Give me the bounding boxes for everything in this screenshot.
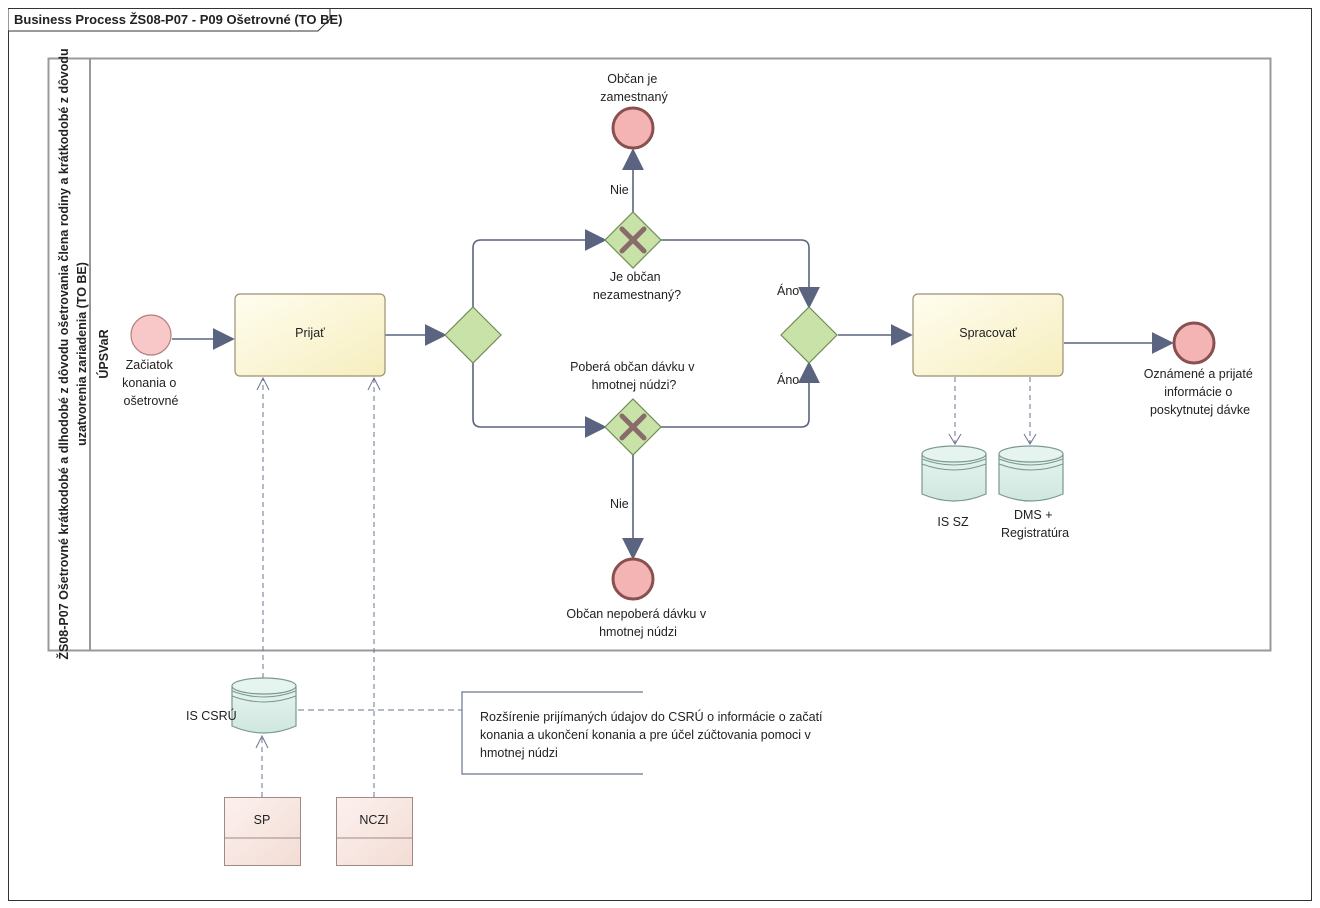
annotation-text: Rozšírenie prijímaných údajov do CSRÚ o … xyxy=(480,709,826,760)
participant-nczi-label: NCZI xyxy=(359,813,388,827)
flow-label-nie-top: Nie xyxy=(610,183,629,197)
participant-sp-label: SP xyxy=(254,813,271,827)
end-event-final-label: Oznámené a prijaté informácie o poskytnu… xyxy=(1144,367,1257,417)
task-prijat-label: Prijať xyxy=(295,326,325,340)
start-event-label: Začiatok konania o ošetrovné xyxy=(122,358,180,408)
pool-label-line1: ŽS08-P07 Ošetrovné krátkodobé a dlhodobé… xyxy=(56,48,71,659)
datastore-is-csru-label: IS CSRÚ xyxy=(186,708,237,723)
flow-unemployed-ano[interactable] xyxy=(661,239,820,309)
lane-label: ÚPSVaR xyxy=(96,329,111,378)
start-event[interactable] xyxy=(130,314,172,356)
datastore-dms-label: DMS + Registratúra xyxy=(1001,508,1069,540)
participant-nczi[interactable] xyxy=(336,797,413,866)
end-event-employed[interactable] xyxy=(611,106,655,150)
gateway-benefit-x-icon xyxy=(619,413,647,441)
pool-label-line2: uzatvorenia zariadenia (TO BE) xyxy=(75,262,89,446)
participant-sp[interactable] xyxy=(224,797,301,866)
flow-benefit-ano[interactable] xyxy=(661,361,820,428)
flow-label-ano-top: Áno xyxy=(777,283,799,298)
gateway-benefit-label: Poberá občan dávku v hmotnej núdzi? xyxy=(570,360,698,392)
task-spracovat-label: Spracovať xyxy=(959,326,1017,340)
diagram-title: Business Process ŽS08-P07 - P09 Ošetrovn… xyxy=(14,12,343,27)
gateway-merge[interactable] xyxy=(780,306,838,364)
end-event-no-benefit-label: Občan nepoberá dávku v hmotnej núdzi xyxy=(566,607,709,639)
task-prijat[interactable] xyxy=(234,293,386,377)
datastore-is-csru[interactable] xyxy=(231,677,297,734)
datastore-is-sz-label: IS SZ xyxy=(937,515,969,529)
end-event-employed-label: Občan je zamestnaný xyxy=(600,72,668,104)
gateway-split[interactable] xyxy=(444,306,502,364)
flow-label-ano-bottom: Áno xyxy=(777,372,799,387)
title-tab xyxy=(8,8,331,32)
annotation-bracket xyxy=(461,691,643,775)
datastore-is-sz[interactable] xyxy=(921,445,987,502)
flow-gateway-to-benefit[interactable] xyxy=(472,363,607,438)
flow-gateway-to-unemployed[interactable] xyxy=(472,229,607,307)
end-event-final[interactable] xyxy=(1172,321,1216,365)
pool xyxy=(47,57,1272,652)
datastore-dms[interactable] xyxy=(998,445,1064,502)
flow-label-nie-bottom: Nie xyxy=(610,497,629,511)
end-event-no-benefit[interactable] xyxy=(611,557,655,601)
task-spracovat[interactable] xyxy=(912,293,1064,377)
gateway-unemployed-x-icon xyxy=(619,226,647,254)
gateway-unemployed-label: Je občan nezamestnaný? xyxy=(593,270,681,302)
